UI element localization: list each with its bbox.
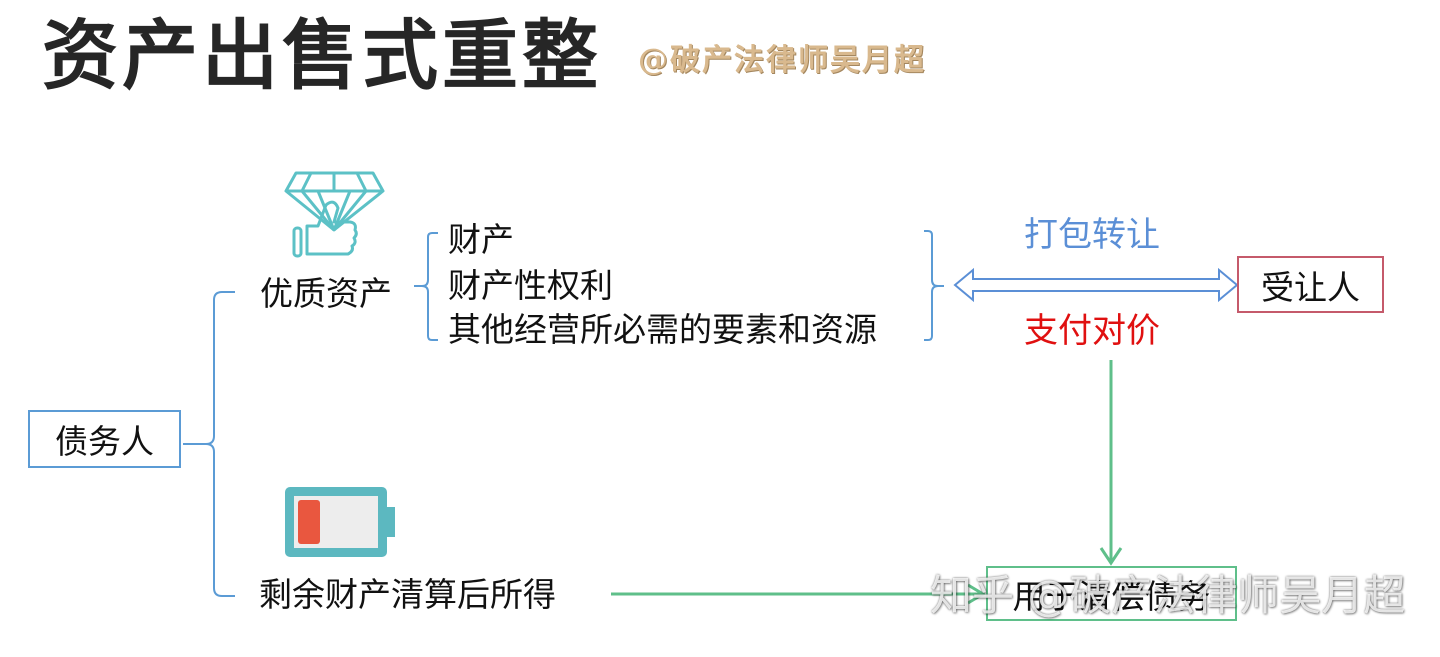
asset-item-property-rights: 财产性权利 [448,266,613,305]
transferee-box: 受让人 [1237,256,1384,313]
asset-item-business-resources: 其他经营所必需的要素和资源 [448,310,877,349]
repay-debt-box: 用于清偿债务 [986,566,1237,621]
payment-label: 支付对价 [1024,311,1160,351]
remaining-label: 剩余财产清算后所得 [259,575,556,614]
asset-item-property: 财产 [448,220,514,259]
items-left-bracket [414,232,438,341]
items-right-bracket [924,230,944,341]
debtor-tree-bracket [183,291,235,597]
package-transfer-label: 打包转让 [1024,215,1160,255]
remaining-right-arrowhead [967,583,986,605]
debtor-box: 债务人 [28,410,181,468]
diamond-hand-icon [284,171,385,258]
author-watermark: @破产法律师吴月超 [638,43,926,78]
quality-assets-label: 优质资产 [260,274,392,313]
zhihu-watermark: 知乎 @破产法律师吴月超 [930,571,1406,620]
page-title: 资产出售式重整 [42,11,602,100]
low-battery-icon [285,487,395,557]
payment-down-arrowhead [1099,547,1123,566]
transfer-double-arrow [953,267,1239,303]
